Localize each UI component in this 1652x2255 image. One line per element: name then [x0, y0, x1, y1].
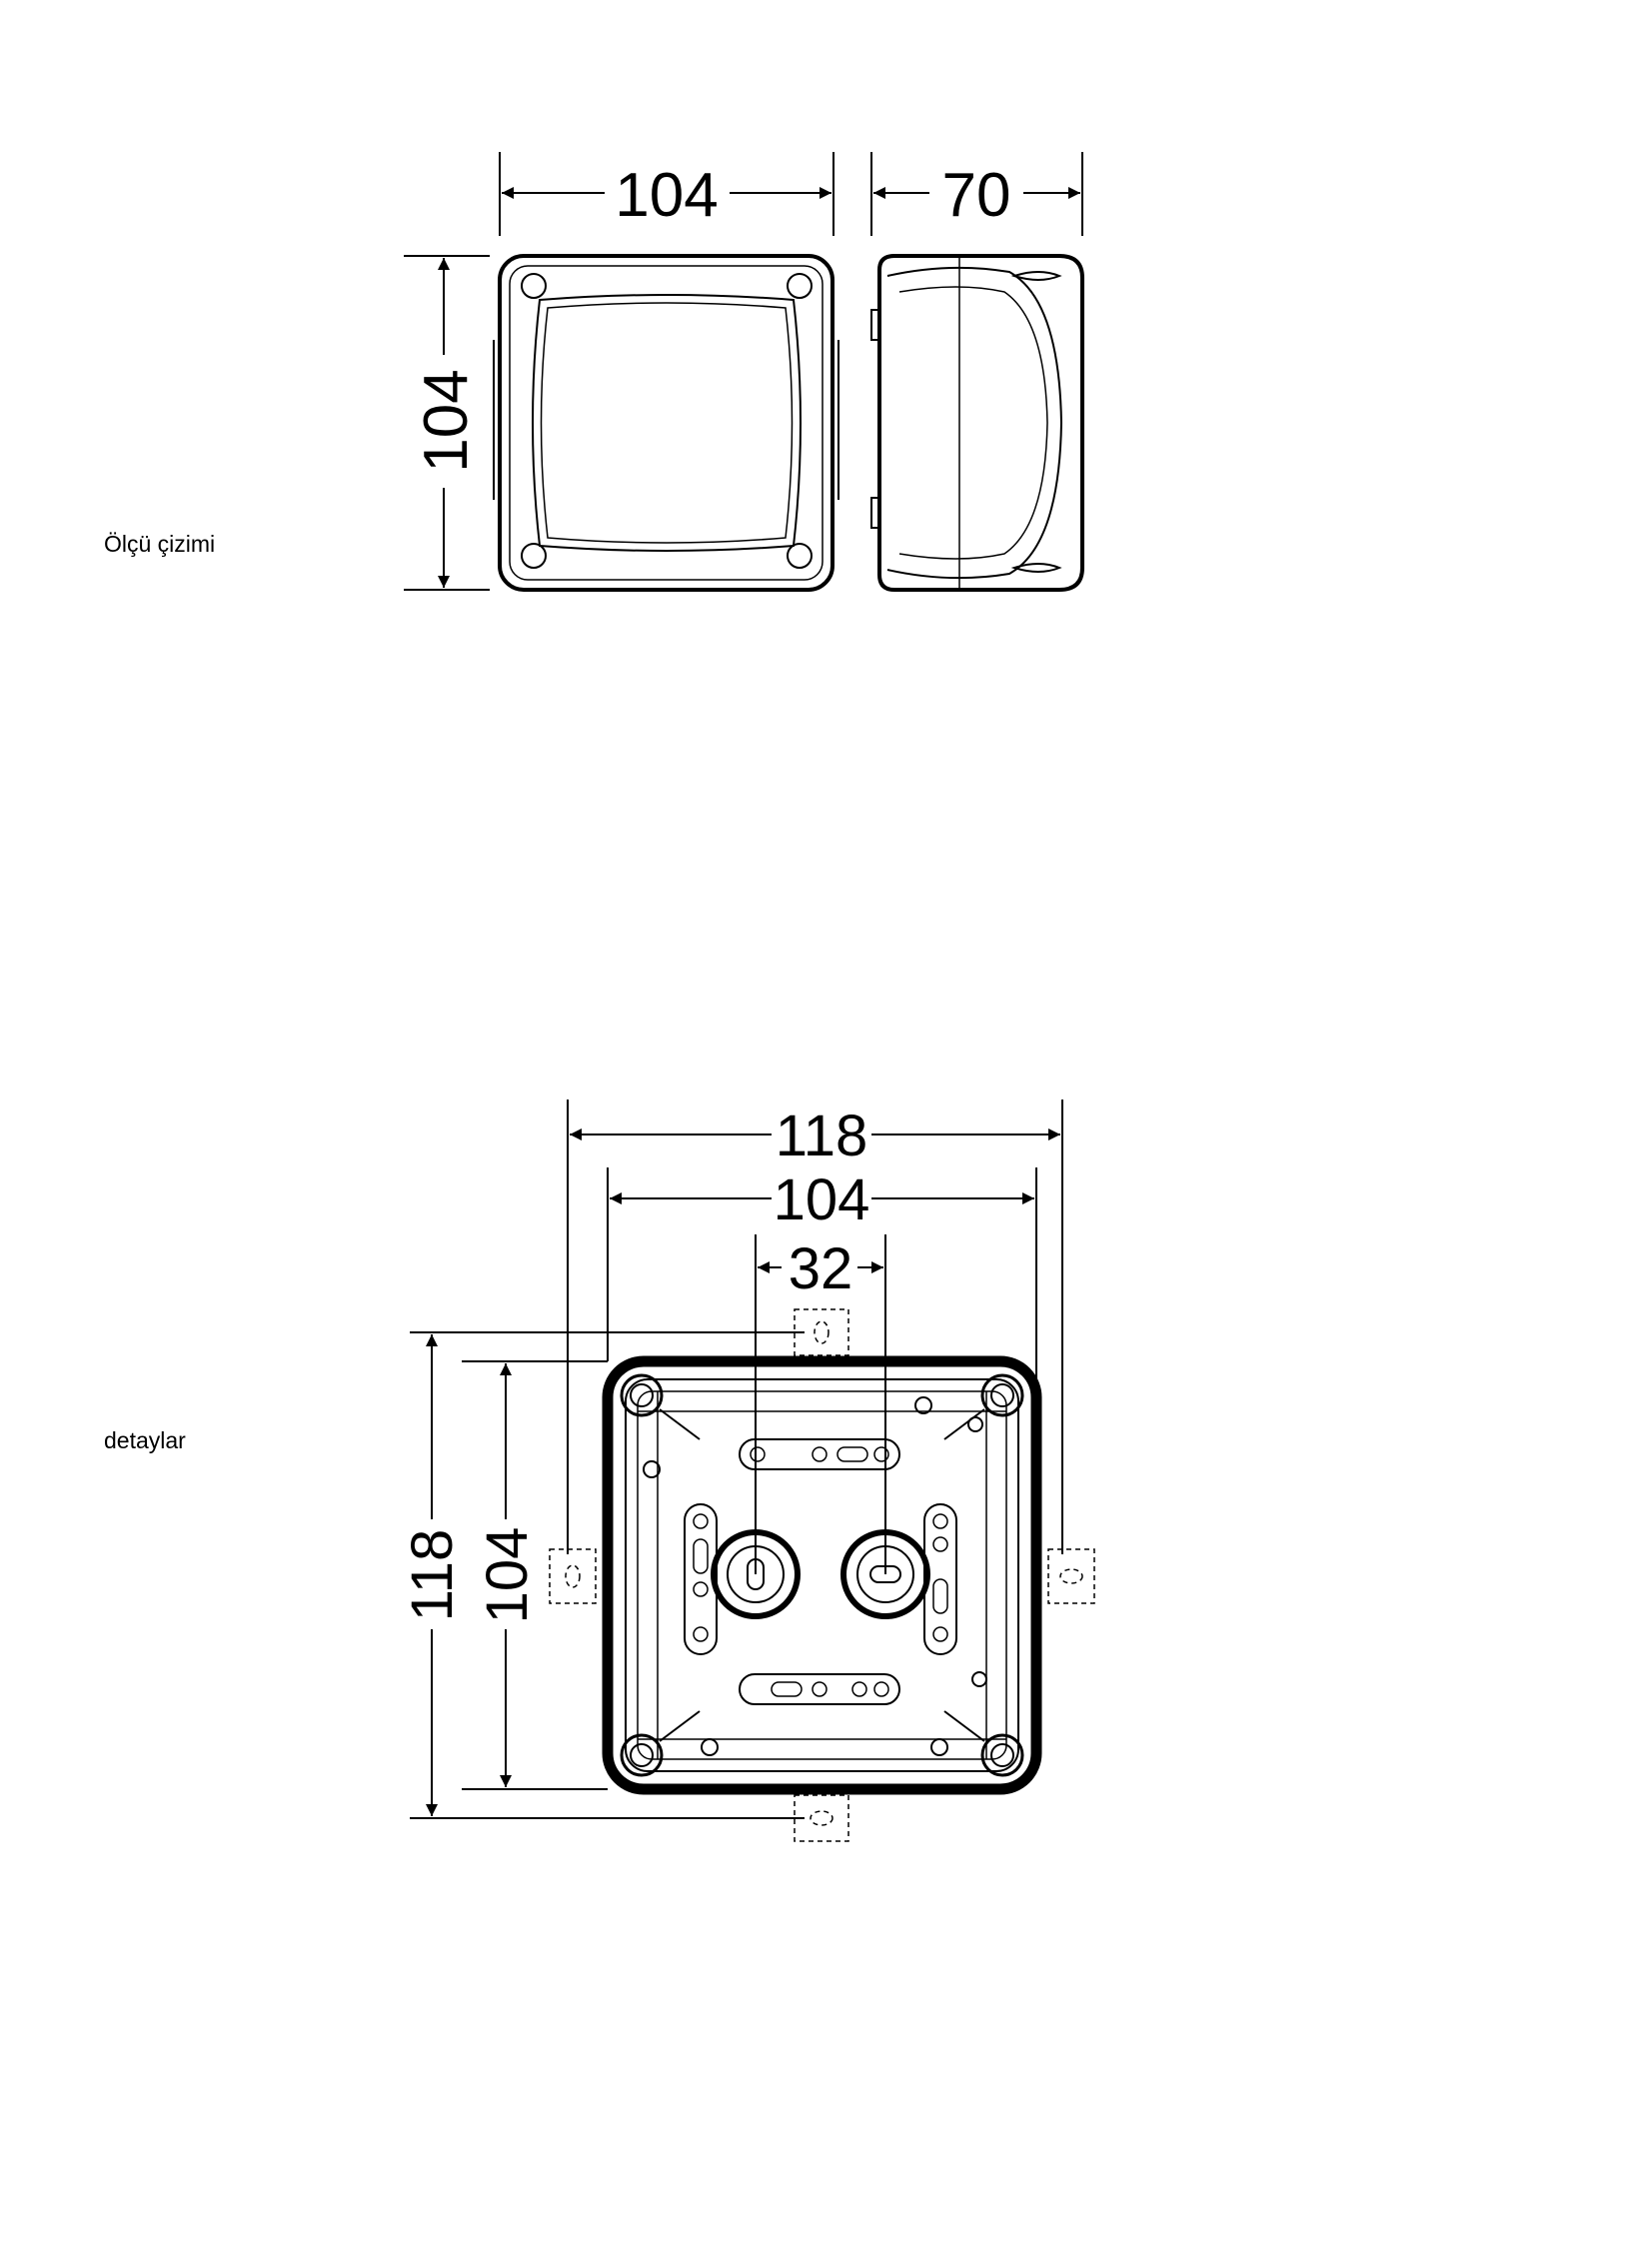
dim-inner-height-text: 104	[475, 1527, 540, 1624]
front-view	[493, 254, 839, 592]
knockout-slot-top	[739, 1438, 900, 1470]
knockout-slot-bottom	[739, 1673, 900, 1705]
dimension-front-width: 104	[499, 152, 834, 236]
dim-outer-height-text: 118	[400, 1529, 465, 1621]
dim-front-width-text: 104	[615, 161, 718, 230]
drawing-details-view: 118 104 32 118	[400, 1100, 1095, 1842]
dim-inner-width-text: 104	[774, 1167, 870, 1232]
dimension-inner-width: 104	[607, 1167, 1037, 1389]
dimension-outer-width: 118	[567, 1100, 1063, 1554]
dim-depth-text: 70	[942, 161, 1011, 230]
drawing-dimension-views: 104 70 104	[404, 152, 1084, 592]
section-label-details: detaylar	[104, 1427, 186, 1453]
mounting-lugs	[549, 1308, 1095, 1842]
section-label-dimension-drawing: Ölçü çizimi	[104, 531, 216, 557]
housing-back-view	[602, 1355, 1042, 1795]
dim-center-distance-text: 32	[789, 1236, 853, 1301]
dim-height-text: 104	[412, 369, 481, 472]
corner-post-bottom-left	[620, 1710, 701, 1777]
corner-post-top-right	[943, 1373, 1024, 1440]
corner-post-bottom-right	[943, 1710, 1024, 1777]
corner-post-top-left	[620, 1373, 701, 1440]
dimension-center-distance: 32	[755, 1234, 886, 1574]
side-view	[870, 254, 1084, 592]
dimension-inner-height: 104	[462, 1360, 608, 1790]
dimension-depth: 70	[870, 152, 1083, 236]
dimension-height: 104	[404, 255, 490, 591]
dimension-outer-height: 118	[400, 1331, 805, 1819]
dim-outer-width-text: 118	[776, 1104, 867, 1168]
